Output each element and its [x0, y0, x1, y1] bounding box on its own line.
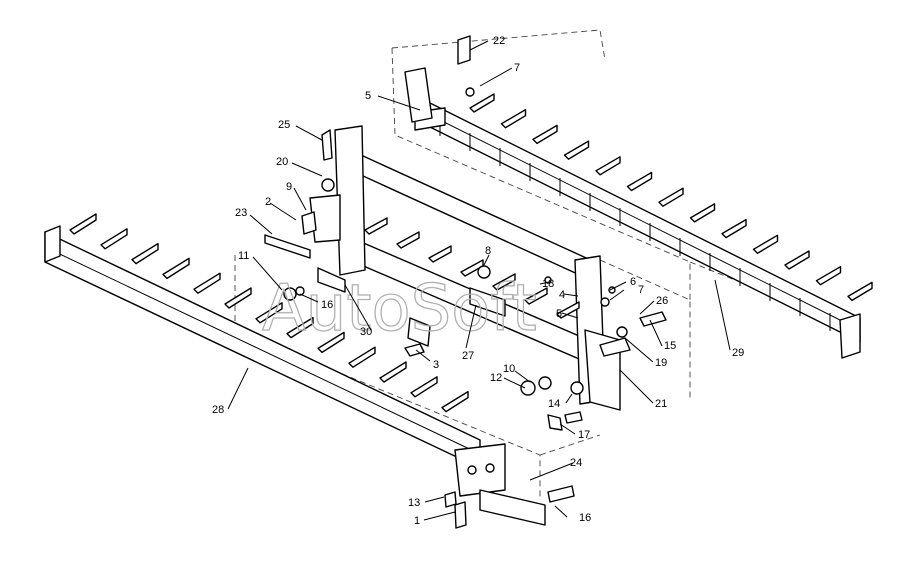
callout-labels: 22 7 5 25 20 9 2 23 11 16 30 3 27 8 18 4…: [212, 35, 744, 527]
callout-8: 8: [485, 245, 491, 257]
front-bar-tine-brackets: [69, 213, 469, 413]
tine-bracket: [69, 213, 97, 235]
tine-bracket: [255, 302, 283, 324]
tine-bracket: [752, 234, 779, 254]
callout-22: 22: [493, 35, 505, 47]
tine-bracket: [348, 346, 376, 368]
tine-bracket: [441, 390, 469, 413]
assembly-outline-front: [234, 255, 691, 500]
callout-4: 4: [559, 289, 565, 301]
callout-19: 19: [655, 357, 667, 369]
callout-11: 11: [238, 250, 249, 262]
callout-2: 2: [265, 196, 271, 208]
tine-bracket: [784, 250, 810, 270]
tine-bracket: [131, 242, 159, 265]
tine-bracket: [658, 187, 684, 207]
tine-bracket: [410, 376, 438, 398]
tine-bracket: [364, 217, 388, 235]
tine-bracket: [556, 301, 580, 319]
callout-7-front: 7: [638, 284, 644, 296]
callout-9: 9: [286, 181, 292, 193]
callout-7-rear: 7: [514, 62, 520, 74]
tine-bracket: [532, 124, 558, 145]
tine-bracket: [317, 331, 345, 354]
callout-16-left: 16: [321, 299, 333, 311]
front-frame-tine-brackets: [364, 217, 580, 319]
tine-bracket: [286, 316, 314, 339]
tine-bracket: [193, 272, 221, 294]
tine-bracket: [492, 273, 516, 291]
callout-27: 27: [462, 350, 474, 362]
small-parts: [264, 35, 667, 529]
callout-3: 3: [433, 359, 439, 371]
callout-12: 12: [490, 372, 502, 384]
leader-lines: [227, 40, 731, 521]
tine-bracket: [626, 171, 653, 192]
callout-14: 14: [548, 398, 560, 410]
tine-bracket: [563, 140, 590, 160]
front-harrow-bar: [44, 225, 481, 469]
tine-bracket: [815, 266, 842, 286]
callout-26: 26: [656, 295, 668, 307]
tine-bracket: [847, 281, 873, 302]
tine-bracket: [689, 203, 716, 223]
tine-bracket: [721, 218, 747, 239]
tine-bracket: [162, 257, 190, 280]
tine-bracket: [428, 245, 452, 263]
callout-23: 23: [235, 207, 247, 219]
tine-bracket: [524, 287, 548, 305]
callout-24: 24: [570, 457, 582, 469]
hitch-plate: [454, 443, 546, 526]
callout-20: 20: [276, 156, 288, 168]
callout-10: 10: [503, 363, 515, 375]
callout-15: 15: [664, 340, 676, 352]
callout-1: 1: [414, 515, 420, 527]
rear-harrow-bar: [419, 97, 861, 359]
callout-16-right: 16: [579, 512, 591, 524]
tine-bracket: [224, 287, 252, 309]
callout-6: 6: [630, 276, 636, 288]
tine-bracket: [500, 109, 527, 129]
callout-21: 21: [655, 398, 667, 410]
tine-bracket: [396, 231, 420, 249]
tine-bracket: [595, 156, 621, 176]
callout-28: 28: [212, 404, 224, 416]
callout-5-front: 5: [556, 308, 562, 320]
callout-25: 25: [278, 119, 290, 131]
tine-bracket: [100, 228, 128, 250]
callout-5-rear: 5: [365, 90, 371, 102]
watermark: AutoSoft: [262, 272, 537, 346]
rear-bar-tine-brackets: [469, 93, 873, 302]
callout-30: 30: [360, 326, 372, 338]
tine-bracket: [379, 361, 407, 383]
callout-17: 17: [578, 429, 590, 441]
callout-13: 13: [408, 497, 420, 509]
callout-18: 18: [542, 278, 554, 290]
callout-29: 29: [732, 347, 744, 359]
tine-bracket: [469, 93, 495, 113]
